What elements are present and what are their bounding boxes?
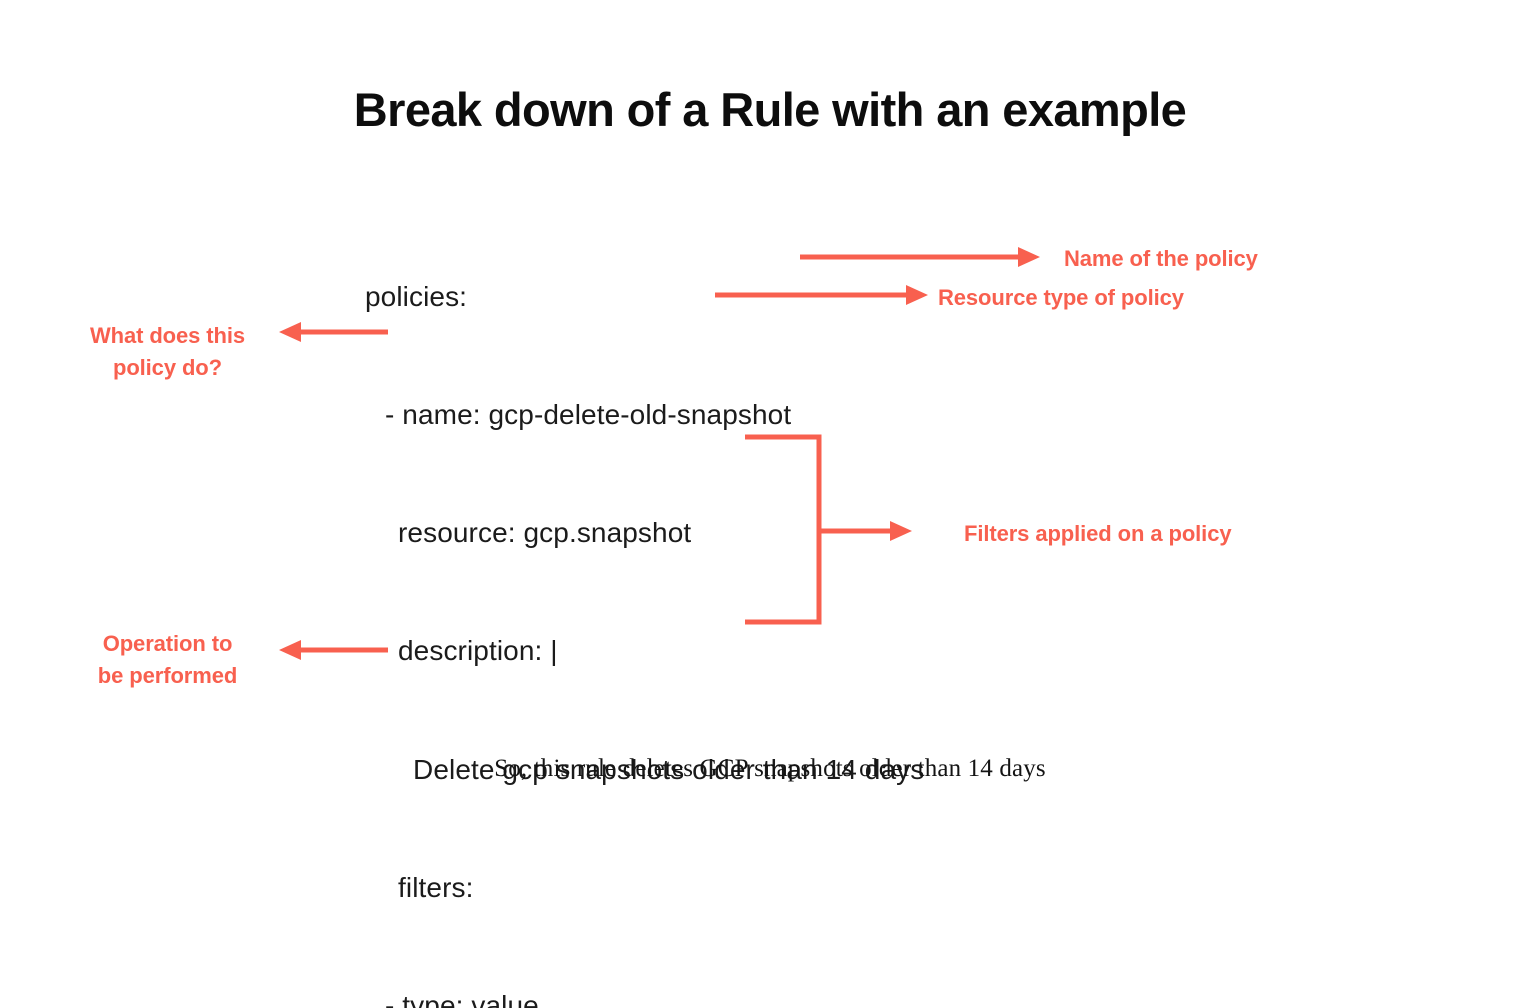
- annotation-name-of-policy: Name of the policy: [1064, 246, 1258, 271]
- yaml-line-filters: filters:: [398, 871, 474, 903]
- summary-caption: So, this rule deletes GCP snapshots olde…: [494, 755, 1046, 782]
- yaml-line-name: - name: gcp-delete-old-snapshot: [385, 399, 792, 431]
- yaml-line-resource: resource: gcp.snapshot: [398, 517, 692, 549]
- annotation-filters-applied: Filters applied on a policy: [964, 521, 1232, 546]
- yaml-line-policies: policies:: [365, 280, 468, 312]
- yaml-line-description: description: |: [398, 635, 558, 667]
- yaml-line-description-text: Delete gcp snapshots older than 14 days: [413, 753, 925, 785]
- annotation-resource-type: Resource type of policy: [938, 285, 1184, 310]
- yaml-policy-block: policies: - name: gcp-delete-old-snapsho…: [365, 198, 924, 1008]
- yaml-line-filter-type: - type: value: [385, 990, 539, 1008]
- annotation-operation-performed: Operation to be performed: [97, 631, 238, 688]
- annotation-what-does-policy-do: What does this policy do?: [89, 323, 246, 380]
- page-title: Break down of a Rule with an example: [353, 83, 1187, 136]
